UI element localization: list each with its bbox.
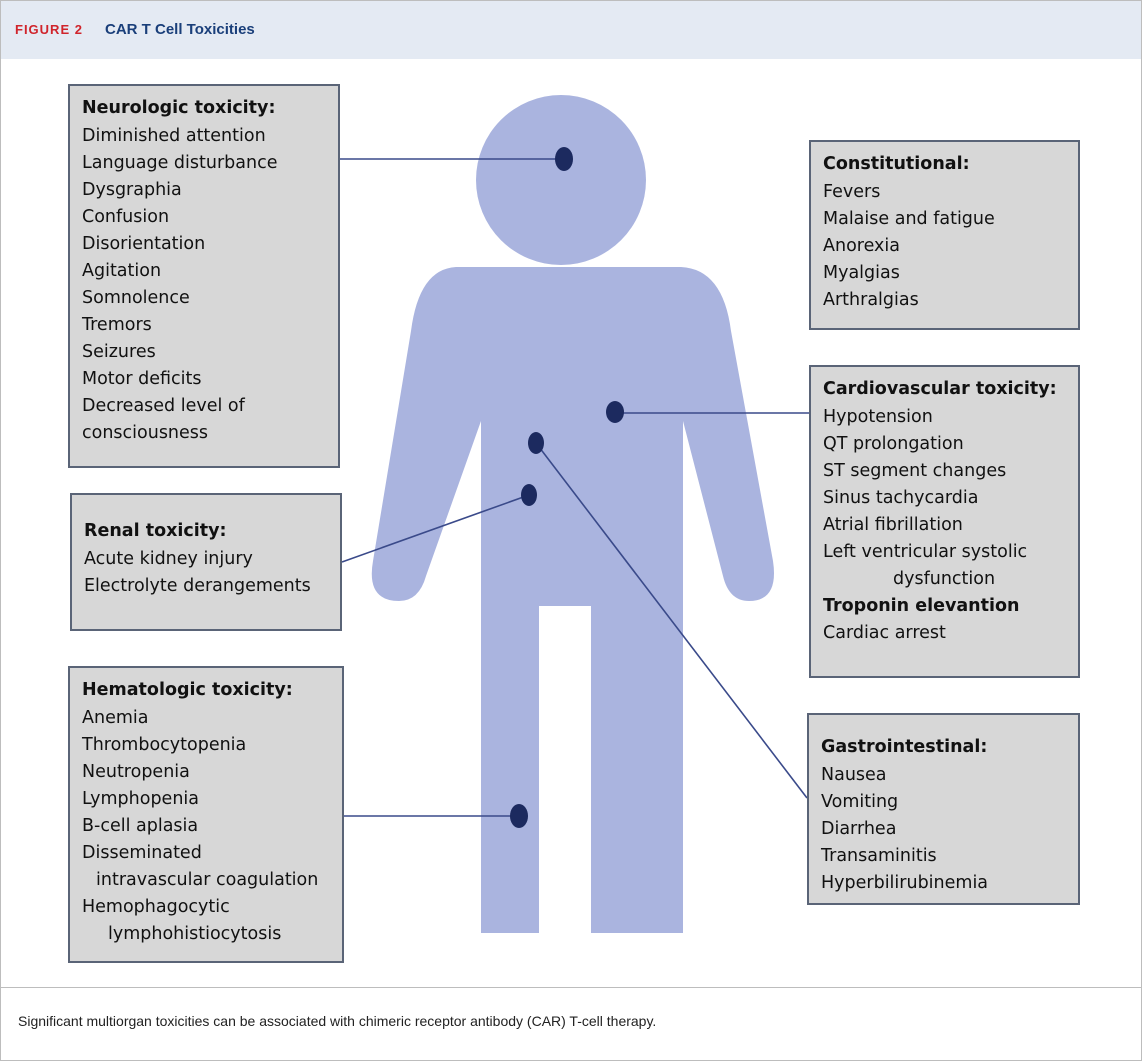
head-silhouette (476, 95, 646, 265)
cardiovascular-item: QT prolongation (823, 434, 964, 454)
hematologic-title: Hematologic toxicity: (82, 680, 293, 700)
renal-box: Renal toxicity: Acute kidney injury Elec… (70, 493, 342, 631)
body-silhouette (371, 267, 774, 933)
liver-marker (528, 432, 544, 454)
cardiovascular-item: Atrial fibrillation (823, 515, 963, 535)
cardiovascular-item: Hypotension (823, 407, 933, 427)
neurologic-title: Neurologic toxicity: (82, 98, 276, 118)
constitutional-item: Malaise and fatigue (823, 209, 995, 229)
neurologic-item: Motor deficits (82, 369, 202, 389)
body-diagram (340, 95, 809, 933)
cardiovascular-item: Cardiac arrest (823, 623, 946, 643)
cardiovascular-item: Troponin elevantion (823, 596, 1020, 616)
neurologic-item: Tremors (82, 315, 152, 335)
cardiovascular-item: dysfunction (893, 569, 996, 589)
cardiovascular-item: Sinus tachycardia (823, 488, 979, 508)
neurologic-item: consciousness (82, 423, 209, 443)
gastrointestinal-item: Nausea (821, 765, 887, 785)
gastrointestinal-item: Transaminitis (821, 846, 937, 866)
gastrointestinal-title: Gastrointestinal: (821, 737, 988, 757)
figure-title: CAR T Cell Toxicities (105, 21, 255, 38)
renal-connector (341, 494, 530, 563)
gastrointestinal-item: Vomiting (821, 792, 899, 812)
hematologic-item: Thrombocytopenia (82, 735, 247, 755)
neurologic-item: Language disturbance (82, 153, 278, 173)
hematologic-item: Neutropenia (82, 762, 190, 782)
constitutional-title: Constitutional: (823, 154, 970, 174)
gastrointestinal-item: Hyperbilirubinemia (821, 873, 989, 893)
renal-item: Acute kidney injury (84, 549, 253, 569)
constitutional-item: Arthralgias (823, 290, 919, 310)
hematologic-item: lymphohistiocytosis (108, 924, 282, 944)
gastrointestinal-connector (535, 442, 808, 799)
gastrointestinal-item: Diarrhea (821, 819, 897, 839)
neurologic-item: Dysgraphia (82, 180, 182, 200)
hematologic-box: Hematologic toxicity: Anemia Thrombocyto… (68, 666, 344, 963)
neurologic-item: Diminished attention (82, 126, 266, 146)
neurologic-item: Agitation (82, 261, 162, 281)
hematologic-item: Lymphopenia (82, 789, 200, 809)
constitutional-item: Fevers (823, 182, 881, 202)
renal-item: Electrolyte derangements (84, 576, 311, 596)
hematologic-item: B-cell aplasia (82, 816, 199, 836)
neurologic-item: Somnolence (82, 288, 190, 308)
constitutional-item: Myalgias (823, 263, 900, 283)
bone-marrow-marker (510, 804, 528, 828)
caption-divider (1, 987, 1141, 988)
neurologic-item: Confusion (82, 207, 170, 227)
figure-header: FIGURE 2 CAR T Cell Toxicities (1, 1, 1141, 59)
renal-title: Renal toxicity: (84, 521, 227, 541)
gastrointestinal-box: Gastrointestinal: Nausea Vomiting Diarrh… (807, 713, 1080, 905)
neurologic-item: Seizures (82, 342, 156, 362)
heart-marker (606, 401, 624, 423)
kidney-marker (521, 484, 537, 506)
hematologic-item: intravascular coagulation (96, 870, 319, 890)
brain-marker (555, 147, 573, 171)
hematologic-item: Anemia (82, 708, 149, 728)
hematologic-item: Hemophagocytic (82, 897, 230, 917)
neurologic-item: Disorientation (82, 234, 206, 254)
constitutional-item: Anorexia (823, 236, 900, 256)
cardiovascular-title: Cardiovascular toxicity: (823, 379, 1057, 399)
constitutional-box: Constitutional: Fevers Malaise and fatig… (809, 140, 1080, 330)
cardiovascular-box: Cardiovascular toxicity: Hypotension QT … (809, 365, 1080, 678)
neurologic-box: Neurologic toxicity: Diminished attentio… (68, 84, 340, 468)
figure-caption: Significant multiorgan toxicities can be… (18, 1013, 657, 1029)
hematologic-item: Disseminated (82, 843, 202, 863)
cardiovascular-item: ST segment changes (823, 461, 1007, 481)
cardiovascular-item: Left ventricular systolic (823, 542, 1028, 562)
figure-label: FIGURE 2 (15, 22, 83, 37)
neurologic-item: Decreased level of (82, 396, 245, 416)
